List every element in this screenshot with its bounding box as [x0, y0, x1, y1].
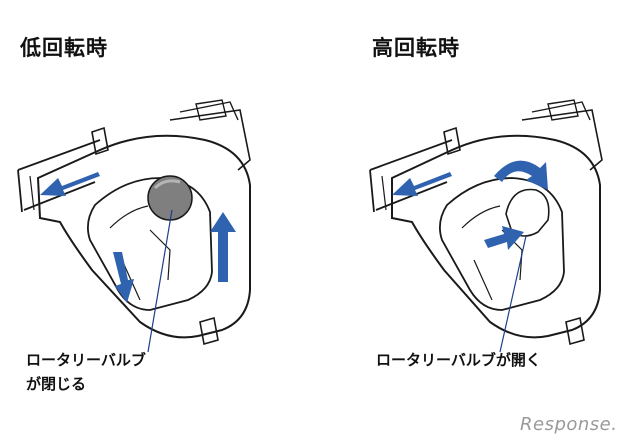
right-manifold	[369, 99, 603, 346]
left-rotary-valve	[147, 175, 193, 221]
left-manifold	[17, 99, 251, 346]
left-valve-label: ロータリーバルブ が閉じる	[26, 348, 146, 396]
left-valve-label-line1: ロータリーバルブ	[26, 351, 146, 369]
response-logo: Response.	[520, 414, 618, 435]
left-valve-highlight	[153, 179, 181, 190]
left-arrow-intake-out	[40, 172, 100, 196]
right-leader-line	[499, 235, 527, 353]
right-valve-label: ロータリーバルブが開く	[376, 351, 541, 369]
right-title: 高回転時	[372, 36, 460, 60]
left-arrow-up	[210, 212, 236, 282]
left-leader-line	[147, 209, 173, 353]
left-title: 低回転時	[20, 36, 108, 60]
right-arrow-into-valve	[484, 226, 524, 250]
left-valve-label-line2: が閉じる	[26, 375, 87, 393]
left-arrow-down	[113, 252, 134, 303]
right-arrow-intake-out	[392, 172, 452, 196]
right-arrow-curve	[494, 160, 548, 190]
